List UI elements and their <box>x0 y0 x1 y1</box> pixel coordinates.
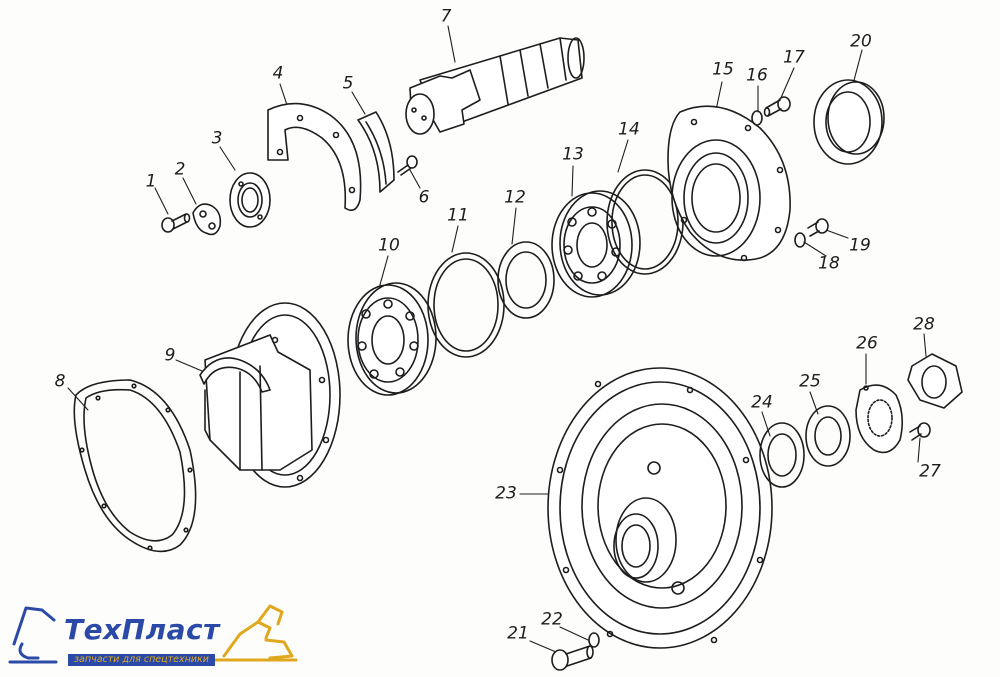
part-label-7: 7 <box>440 6 452 27</box>
part-label-23: 23 <box>495 483 517 504</box>
part-13-bearing <box>551 190 641 298</box>
part-9-housing <box>199 302 341 488</box>
part-6-screw <box>397 155 418 176</box>
part-label-2: 2 <box>174 159 186 180</box>
part-label-26: 26 <box>856 333 878 354</box>
part-label-1: 1 <box>145 171 157 192</box>
part-label-20: 20 <box>850 31 872 52</box>
part-label-14: 14 <box>618 119 640 140</box>
part-label-18: 18 <box>818 253 840 274</box>
part-label-12: 12 <box>504 187 526 208</box>
part-25-washer <box>805 405 851 467</box>
part-28-hex-nut <box>907 353 963 409</box>
part-label-17: 17 <box>783 47 805 68</box>
part-label-9: 9 <box>164 345 176 366</box>
part-26-lock-plate <box>855 384 904 454</box>
part-12-washer <box>497 241 555 319</box>
logo-subtitle: запчасти для спецтехники <box>68 654 215 666</box>
part-3-cup <box>229 172 271 228</box>
part-21-bolt <box>551 645 594 671</box>
part-1-bolt <box>161 213 191 233</box>
part-22-lock-washer <box>588 632 600 648</box>
part-label-3: 3 <box>211 128 223 149</box>
part-label-16: 16 <box>746 65 768 86</box>
part-label-11: 11 <box>447 205 469 226</box>
part-label-28: 28 <box>913 314 935 335</box>
part-2-lock-plate <box>192 203 222 236</box>
part-18-lock-washer <box>794 232 806 248</box>
part-label-13: 13 <box>562 144 584 165</box>
part-7-gear-shaft <box>405 37 585 135</box>
logo-title: ТехПласт <box>64 613 220 646</box>
part-27-bolt <box>909 422 931 441</box>
part-16-lock-washer <box>751 110 763 126</box>
part-11-ring <box>427 252 505 358</box>
part-23-flange-disc <box>547 367 773 649</box>
excavator-icon <box>8 604 298 664</box>
part-label-22: 22 <box>541 609 563 630</box>
part-label-21: 21 <box>507 623 529 644</box>
part-label-6: 6 <box>418 187 430 208</box>
leader-lines <box>67 25 927 653</box>
brand-logo[interactable]: ТехПласт запчасти для спецтехники <box>8 598 308 674</box>
part-20-seal <box>813 79 885 165</box>
part-5-segment <box>357 111 395 193</box>
part-label-10: 10 <box>378 235 400 256</box>
part-4-half-ring <box>267 102 362 211</box>
part-19-bolt <box>807 218 829 237</box>
part-24-washer <box>759 422 805 488</box>
part-label-27: 27 <box>919 461 941 482</box>
part-15-flange-cover <box>667 105 791 262</box>
part-17-bolt <box>763 96 791 117</box>
part-label-5: 5 <box>342 73 354 94</box>
part-10-bearing <box>347 282 437 396</box>
part-label-25: 25 <box>799 371 821 392</box>
part-label-4: 4 <box>272 63 284 84</box>
part-label-8: 8 <box>54 371 66 392</box>
part-label-15: 15 <box>712 59 734 80</box>
part-8-gasket <box>73 379 197 553</box>
part-label-24: 24 <box>751 392 773 413</box>
part-label-19: 19 <box>849 235 871 256</box>
